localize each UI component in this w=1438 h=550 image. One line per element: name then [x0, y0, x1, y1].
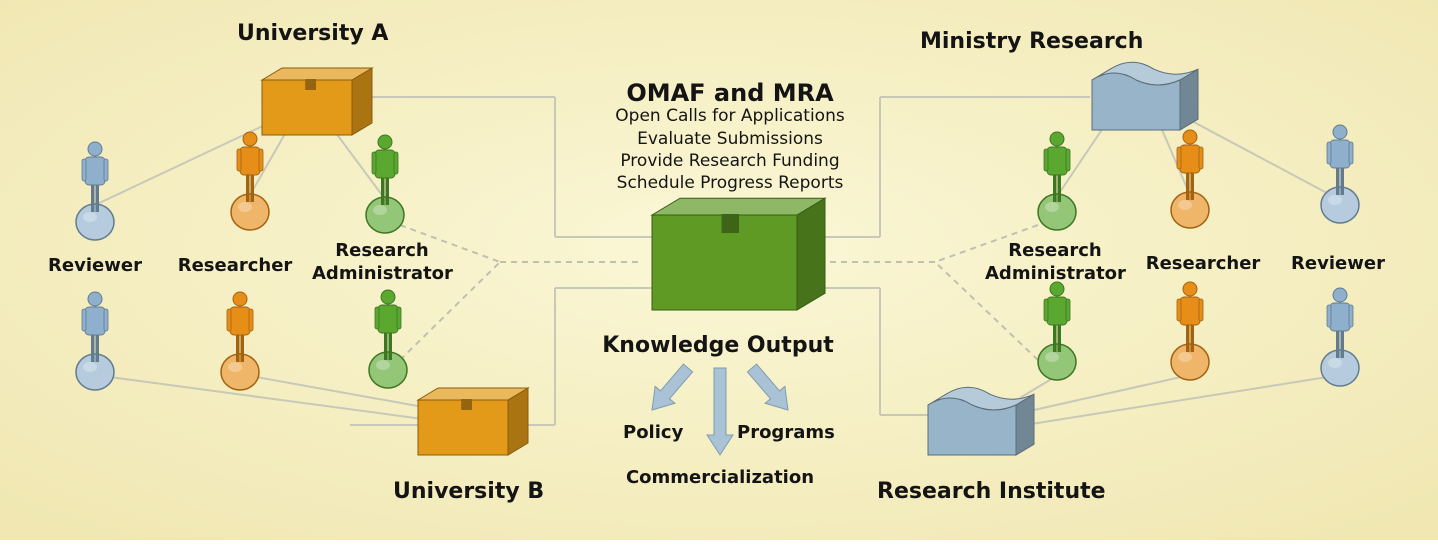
role-label-researcher-right: Researcher — [1145, 253, 1261, 274]
connector-line — [1024, 374, 1341, 426]
hub-task-progress: Schedule Progress Reports — [616, 173, 844, 193]
output-arrow — [746, 363, 789, 411]
role-label-admin-right-line2: Administrator — [985, 263, 1126, 284]
research-institute-building — [927, 386, 1035, 456]
connector-line — [249, 124, 291, 196]
nodes — [75, 61, 1360, 456]
research-administrator-icon — [1037, 131, 1077, 231]
output-commercialization: Commercialization — [625, 467, 815, 488]
role-label-reviewer-right: Reviewer — [1291, 253, 1385, 274]
role-label-admin-right-line1: Research — [1008, 240, 1102, 261]
university-a-building — [260, 67, 374, 136]
university-b-title: University B — [393, 479, 545, 504]
university-a-title: University A — [237, 21, 389, 46]
connector-line — [329, 124, 383, 196]
research-administrator-icon — [1037, 281, 1077, 381]
connector-line — [244, 374, 441, 411]
connector-line — [1057, 124, 1106, 196]
connector-line — [94, 124, 266, 206]
dashed-connector-line — [399, 224, 501, 263]
output-arrow — [706, 367, 734, 456]
connector-lines — [94, 96, 1341, 426]
reviewer-icon — [1320, 124, 1360, 224]
ministry-research-title: Ministry Research — [920, 29, 1144, 54]
hub-task-evaluate: Evaluate Submissions — [637, 129, 823, 149]
ministry-research-building — [1091, 61, 1199, 131]
bottom-strip — [0, 540, 1438, 550]
research-administrator-icon — [365, 134, 405, 234]
knowledge-output-title: Knowledge Output — [602, 333, 834, 358]
university-b-building — [416, 387, 530, 456]
research-institute-title: Research Institute — [877, 479, 1106, 504]
researcher-icon — [220, 291, 260, 391]
output-programs: Programs — [737, 422, 835, 443]
hub-building — [650, 197, 827, 311]
output-policy: Policy — [623, 422, 684, 443]
connector-line — [1189, 119, 1341, 201]
hub-task-open-calls: Open Calls for Applications — [615, 106, 845, 126]
connector-line — [1024, 374, 1191, 413]
researcher-icon — [1170, 129, 1210, 229]
connector-line — [94, 374, 431, 421]
research-administrator-icon — [368, 289, 408, 389]
role-label-researcher-left: Researcher — [177, 255, 293, 276]
role-label-admin-left-line2: Administrator — [312, 263, 453, 284]
dashed-connector-line — [934, 224, 1039, 263]
hub-title: OMAF and MRA — [626, 79, 834, 107]
output-arrow — [651, 363, 694, 411]
reviewer-icon — [1320, 287, 1360, 387]
role-label-reviewer-left: Reviewer — [48, 255, 142, 276]
hub-task-funding: Provide Research Funding — [620, 151, 840, 171]
role-label-admin-left-line1: Research — [335, 240, 429, 261]
researcher-icon — [1170, 281, 1210, 381]
reviewer-icon — [75, 291, 115, 391]
researcher-icon — [230, 131, 270, 231]
connector-line — [1159, 124, 1191, 196]
dashed-connector-line — [934, 261, 1039, 361]
dashed-connector-line — [399, 261, 501, 361]
reviewer-icon — [75, 141, 115, 241]
output-arrows — [651, 363, 789, 456]
